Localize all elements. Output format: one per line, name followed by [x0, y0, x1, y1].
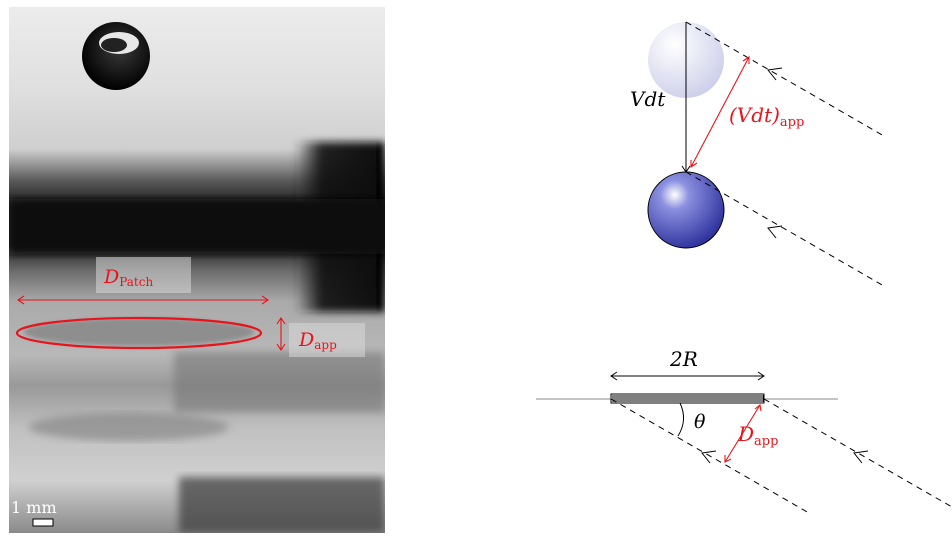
- app-label: Dapp: [298, 329, 337, 352]
- schematic-diagram: Vdt (Vdt)app 2R θ Dapp: [536, 21, 952, 514]
- patch-label: DPatch: [103, 266, 153, 289]
- patch-outline: [15, 316, 263, 350]
- photo-patch-region: [24, 318, 254, 346]
- view-ray-bottom: [685, 171, 885, 287]
- app-height-arrow: [276, 317, 286, 351]
- photo-lower-shadow: [174, 352, 385, 412]
- theta-label: θ: [694, 411, 706, 433]
- vdt-app-label: (Vdt)app: [729, 103, 804, 130]
- view-ray-patch-right: [763, 398, 952, 508]
- patch-width-arrow: [17, 295, 269, 305]
- vdt-label: Vdt: [630, 87, 666, 111]
- view-ray-patch-left-arrow: [701, 450, 717, 464]
- view-ray-top-arrow: [767, 67, 783, 81]
- view-ray-patch-left: [610, 398, 810, 514]
- vdt-app-arrow: [690, 55, 750, 169]
- d-app-arrow: [724, 403, 762, 463]
- d-app-label: Dapp: [737, 422, 778, 449]
- view-ray-top: [685, 21, 885, 137]
- two-r-label: 2R: [669, 347, 698, 371]
- photo-bottom-shadow: [179, 477, 385, 533]
- droplet-photo-panel: DPatch Dapp 1 mm: [9, 7, 385, 533]
- patch-hatching: [612, 395, 764, 402]
- sphere-final: [647, 171, 725, 249]
- photo-lower-smear: [29, 413, 229, 441]
- view-ray-bottom-arrow: [767, 225, 783, 239]
- scale-bar-label: 1 mm: [11, 498, 57, 517]
- patch-label-box: [96, 257, 191, 293]
- photo-dark-band: [9, 199, 385, 254]
- two-r-arrow: [610, 371, 765, 381]
- view-ray-patch-right-arrow: [853, 450, 869, 464]
- falling-droplet: [82, 22, 150, 90]
- theta-arc: [677, 402, 684, 437]
- scale-bar: [32, 518, 54, 527]
- app-label-box: [289, 323, 365, 357]
